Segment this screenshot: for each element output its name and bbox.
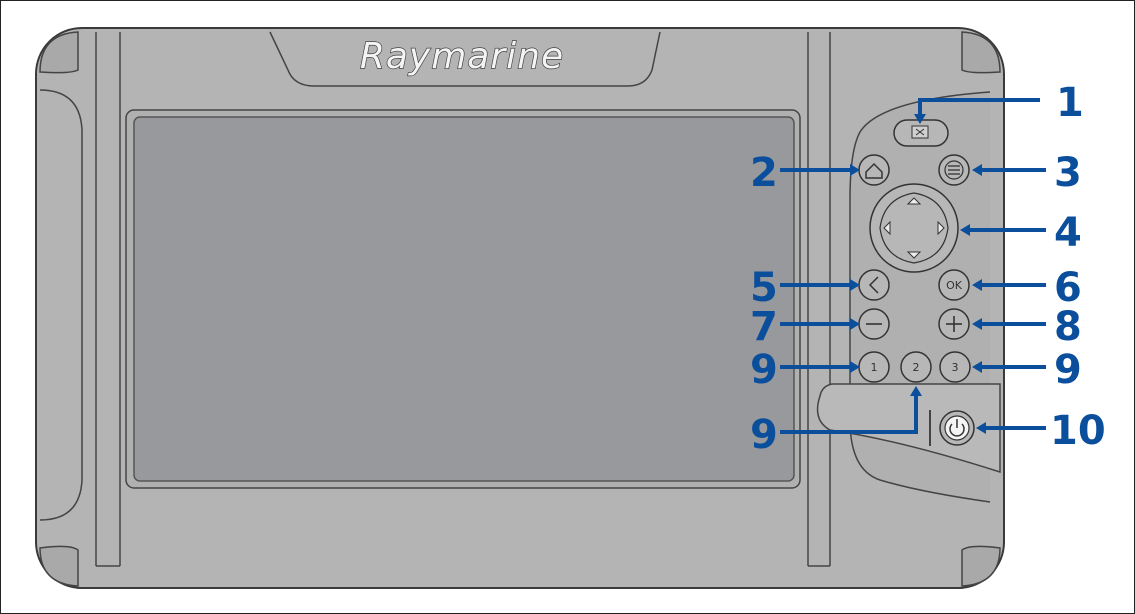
callout-7: 7: [750, 304, 778, 350]
directional-pad[interactable]: [869, 183, 959, 273]
corner-cap-tl: [39, 31, 79, 74]
callout-10: 10: [1050, 408, 1106, 454]
callout-4: 4: [1054, 210, 1082, 256]
callout-leaders: [780, 98, 1046, 434]
up-arrow-icon: [906, 197, 922, 205]
shortcut-button-3[interactable]: 3: [939, 351, 971, 383]
ok-button[interactable]: OK: [938, 269, 970, 301]
back-button[interactable]: [858, 269, 890, 301]
shortcut-button-1[interactable]: 1: [858, 351, 890, 383]
shortcut-button-2[interactable]: 2: [900, 351, 932, 383]
callout-6: 6: [1054, 265, 1082, 311]
callout-9-right: 9: [1054, 347, 1082, 393]
home-icon: [865, 162, 883, 179]
callout-1: 1: [1056, 80, 1084, 126]
shortcut-button-3-label: 3: [952, 361, 959, 374]
logo-tab: [269, 31, 661, 87]
left-grip: [39, 89, 83, 521]
callout-9-left: 9: [750, 347, 778, 393]
brand-logo: Raymarine: [360, 36, 564, 77]
corner-cap-br: [961, 545, 1001, 587]
card-slot-door[interactable]: [893, 119, 949, 147]
back-chevron-icon: [868, 276, 879, 294]
ok-button-label: OK: [946, 279, 963, 292]
power-icon: [949, 419, 965, 437]
shortcut-button-2-label: 2: [913, 361, 920, 374]
plus-icon: [946, 316, 962, 332]
zoom-out-button[interactable]: [858, 308, 890, 340]
right-arrow-icon: [937, 220, 945, 236]
callout-9-bottom: 9: [750, 412, 778, 458]
shortcut-button-1-label: 1: [871, 361, 878, 374]
callout-8: 8: [1054, 304, 1082, 350]
menu-button[interactable]: [938, 154, 970, 186]
callout-5: 5: [750, 265, 778, 311]
corner-cap-bl: [39, 545, 79, 587]
leader-1: [918, 98, 1040, 116]
home-button[interactable]: [858, 154, 890, 186]
screen: [133, 116, 795, 482]
menu-icon: [944, 160, 964, 180]
left-arrow-icon: [883, 220, 891, 236]
zoom-in-button[interactable]: [938, 308, 970, 340]
power-recess: [816, 383, 1001, 474]
power-button[interactable]: [939, 410, 975, 446]
leader-9b: [780, 394, 918, 434]
callout-3: 3: [1054, 150, 1082, 196]
down-arrow-icon: [906, 251, 922, 259]
callout-2: 2: [750, 150, 778, 196]
corner-cap-tr: [961, 31, 1001, 74]
